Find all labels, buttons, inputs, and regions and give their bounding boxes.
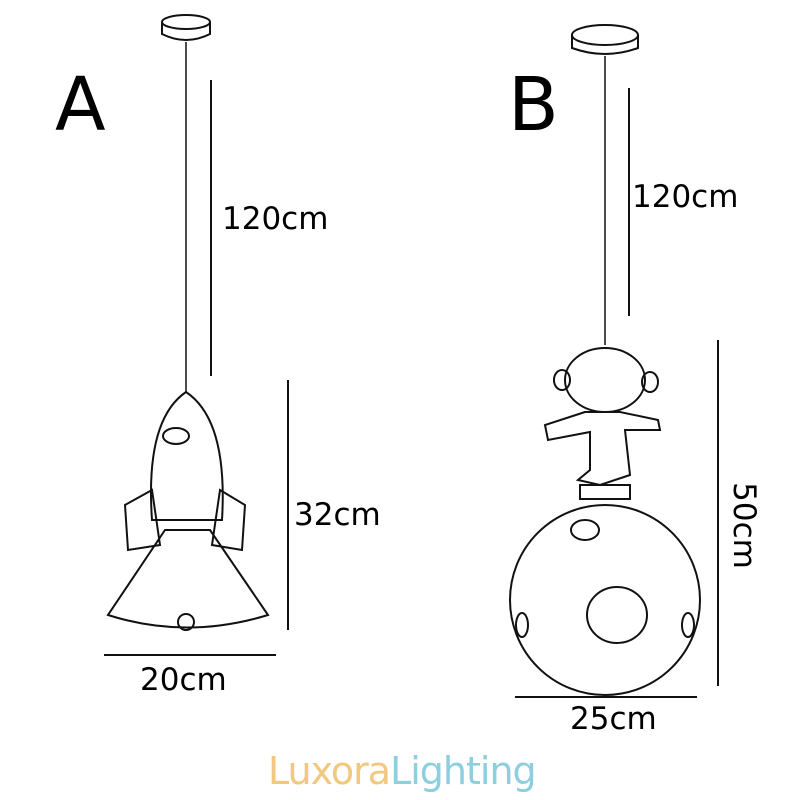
variant-a-height: 32cm	[294, 497, 381, 533]
variant-a-cord-length: 120cm	[222, 201, 329, 237]
logo-part-1: Luxora	[268, 749, 391, 793]
variant-b-width: 25cm	[570, 701, 657, 737]
fin-left	[123, 488, 162, 552]
canopy-b	[571, 24, 639, 46]
canopy-a	[161, 14, 211, 30]
variant-a-label: A	[55, 62, 106, 148]
variant-a-width: 20cm	[140, 662, 227, 698]
lamp-a-drawing	[106, 14, 270, 631]
rocket-body	[149, 390, 224, 521]
astronaut-head	[564, 347, 646, 413]
dimension-lines-a	[104, 80, 289, 656]
variant-b-height: 50cm	[725, 482, 762, 569]
variant-b-cord-length: 120cm	[632, 179, 739, 215]
lamp-b-drawing	[509, 24, 701, 696]
fin-right	[210, 488, 247, 552]
astronaut-body	[543, 411, 662, 487]
variant-b-label: B	[508, 62, 559, 148]
dimension-lines-b	[515, 88, 719, 698]
logo-part-2: Lighting	[390, 749, 537, 793]
brand-logo: LuxoraLighting	[268, 749, 537, 793]
rocket-shade	[106, 529, 270, 629]
moon-sphere	[509, 504, 701, 696]
